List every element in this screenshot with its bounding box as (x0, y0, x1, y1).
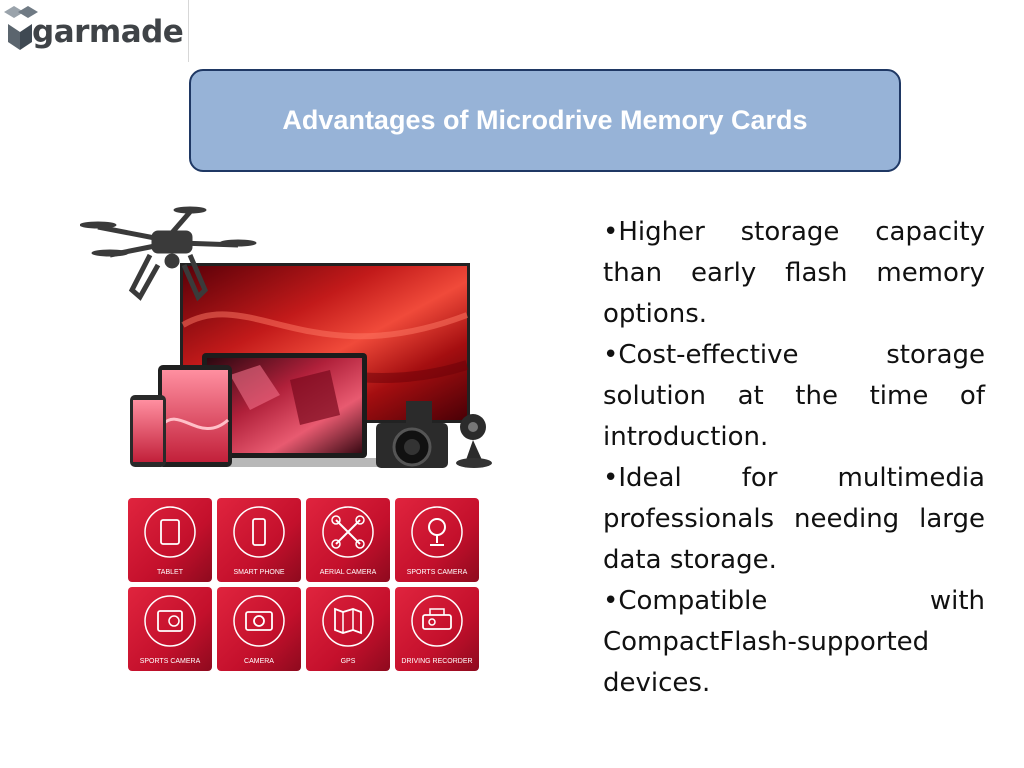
tile-label: SMART PHONE (233, 569, 284, 576)
smartphone-icon (130, 395, 166, 467)
drone-icon (80, 206, 257, 302)
tile-label: AERIAL CAMERA (320, 569, 377, 576)
logo-divider (188, 0, 189, 62)
tile-label: CAMERA (244, 658, 274, 665)
bullet-item: Higher storage capacity than early flash… (603, 212, 985, 335)
tile-label: TABLET (157, 569, 184, 576)
title-box: Advantages of Microdrive Memory Cards (189, 69, 901, 172)
slide-title: Advantages of Microdrive Memory Cards (282, 105, 808, 135)
tile-aerial-camera: AERIAL CAMERA (306, 498, 390, 582)
bullet-item: Compatible with CompactFlash-supported d… (603, 581, 985, 704)
tile-gps: GPS (306, 587, 390, 671)
logo-cube-icon (4, 6, 38, 50)
tile-label: SPORTS CAMERA (140, 658, 201, 665)
bullet-item: Ideal for multimedia professionals needi… (603, 458, 985, 581)
webcam-icon (456, 414, 492, 468)
bullet-item: Cost-effective storage solution at the t… (603, 335, 985, 458)
tile-tablet: TABLET (128, 498, 212, 582)
tile-sports-camera-2: SPORTS CAMERA (128, 587, 212, 671)
device-tiles-grid: TABLET SMART PHONE AERIAL CAMERA SPORTS … (128, 498, 479, 671)
tile-sports-camera: SPORTS CAMERA (395, 498, 479, 582)
advantages-list: Higher storage capacity than early flash… (603, 212, 985, 704)
brand-name: garmade (32, 14, 184, 50)
devices-illustration: TABLET SMART PHONE AERIAL CAMERA SPORTS … (80, 206, 492, 671)
tile-label: SPORTS CAMERA (407, 569, 468, 576)
tile-label: DRIVING RECORDER (401, 658, 472, 665)
laptop-icon (178, 353, 392, 467)
tile-driving-recorder: DRIVING RECORDER (395, 587, 479, 671)
tile-camera: CAMERA (217, 587, 301, 671)
camera-icon (376, 401, 448, 468)
tablet-icon (158, 365, 232, 467)
brand-logo: garmade (0, 0, 190, 64)
tile-label: GPS (341, 658, 356, 665)
tile-smart-phone: SMART PHONE (217, 498, 301, 582)
